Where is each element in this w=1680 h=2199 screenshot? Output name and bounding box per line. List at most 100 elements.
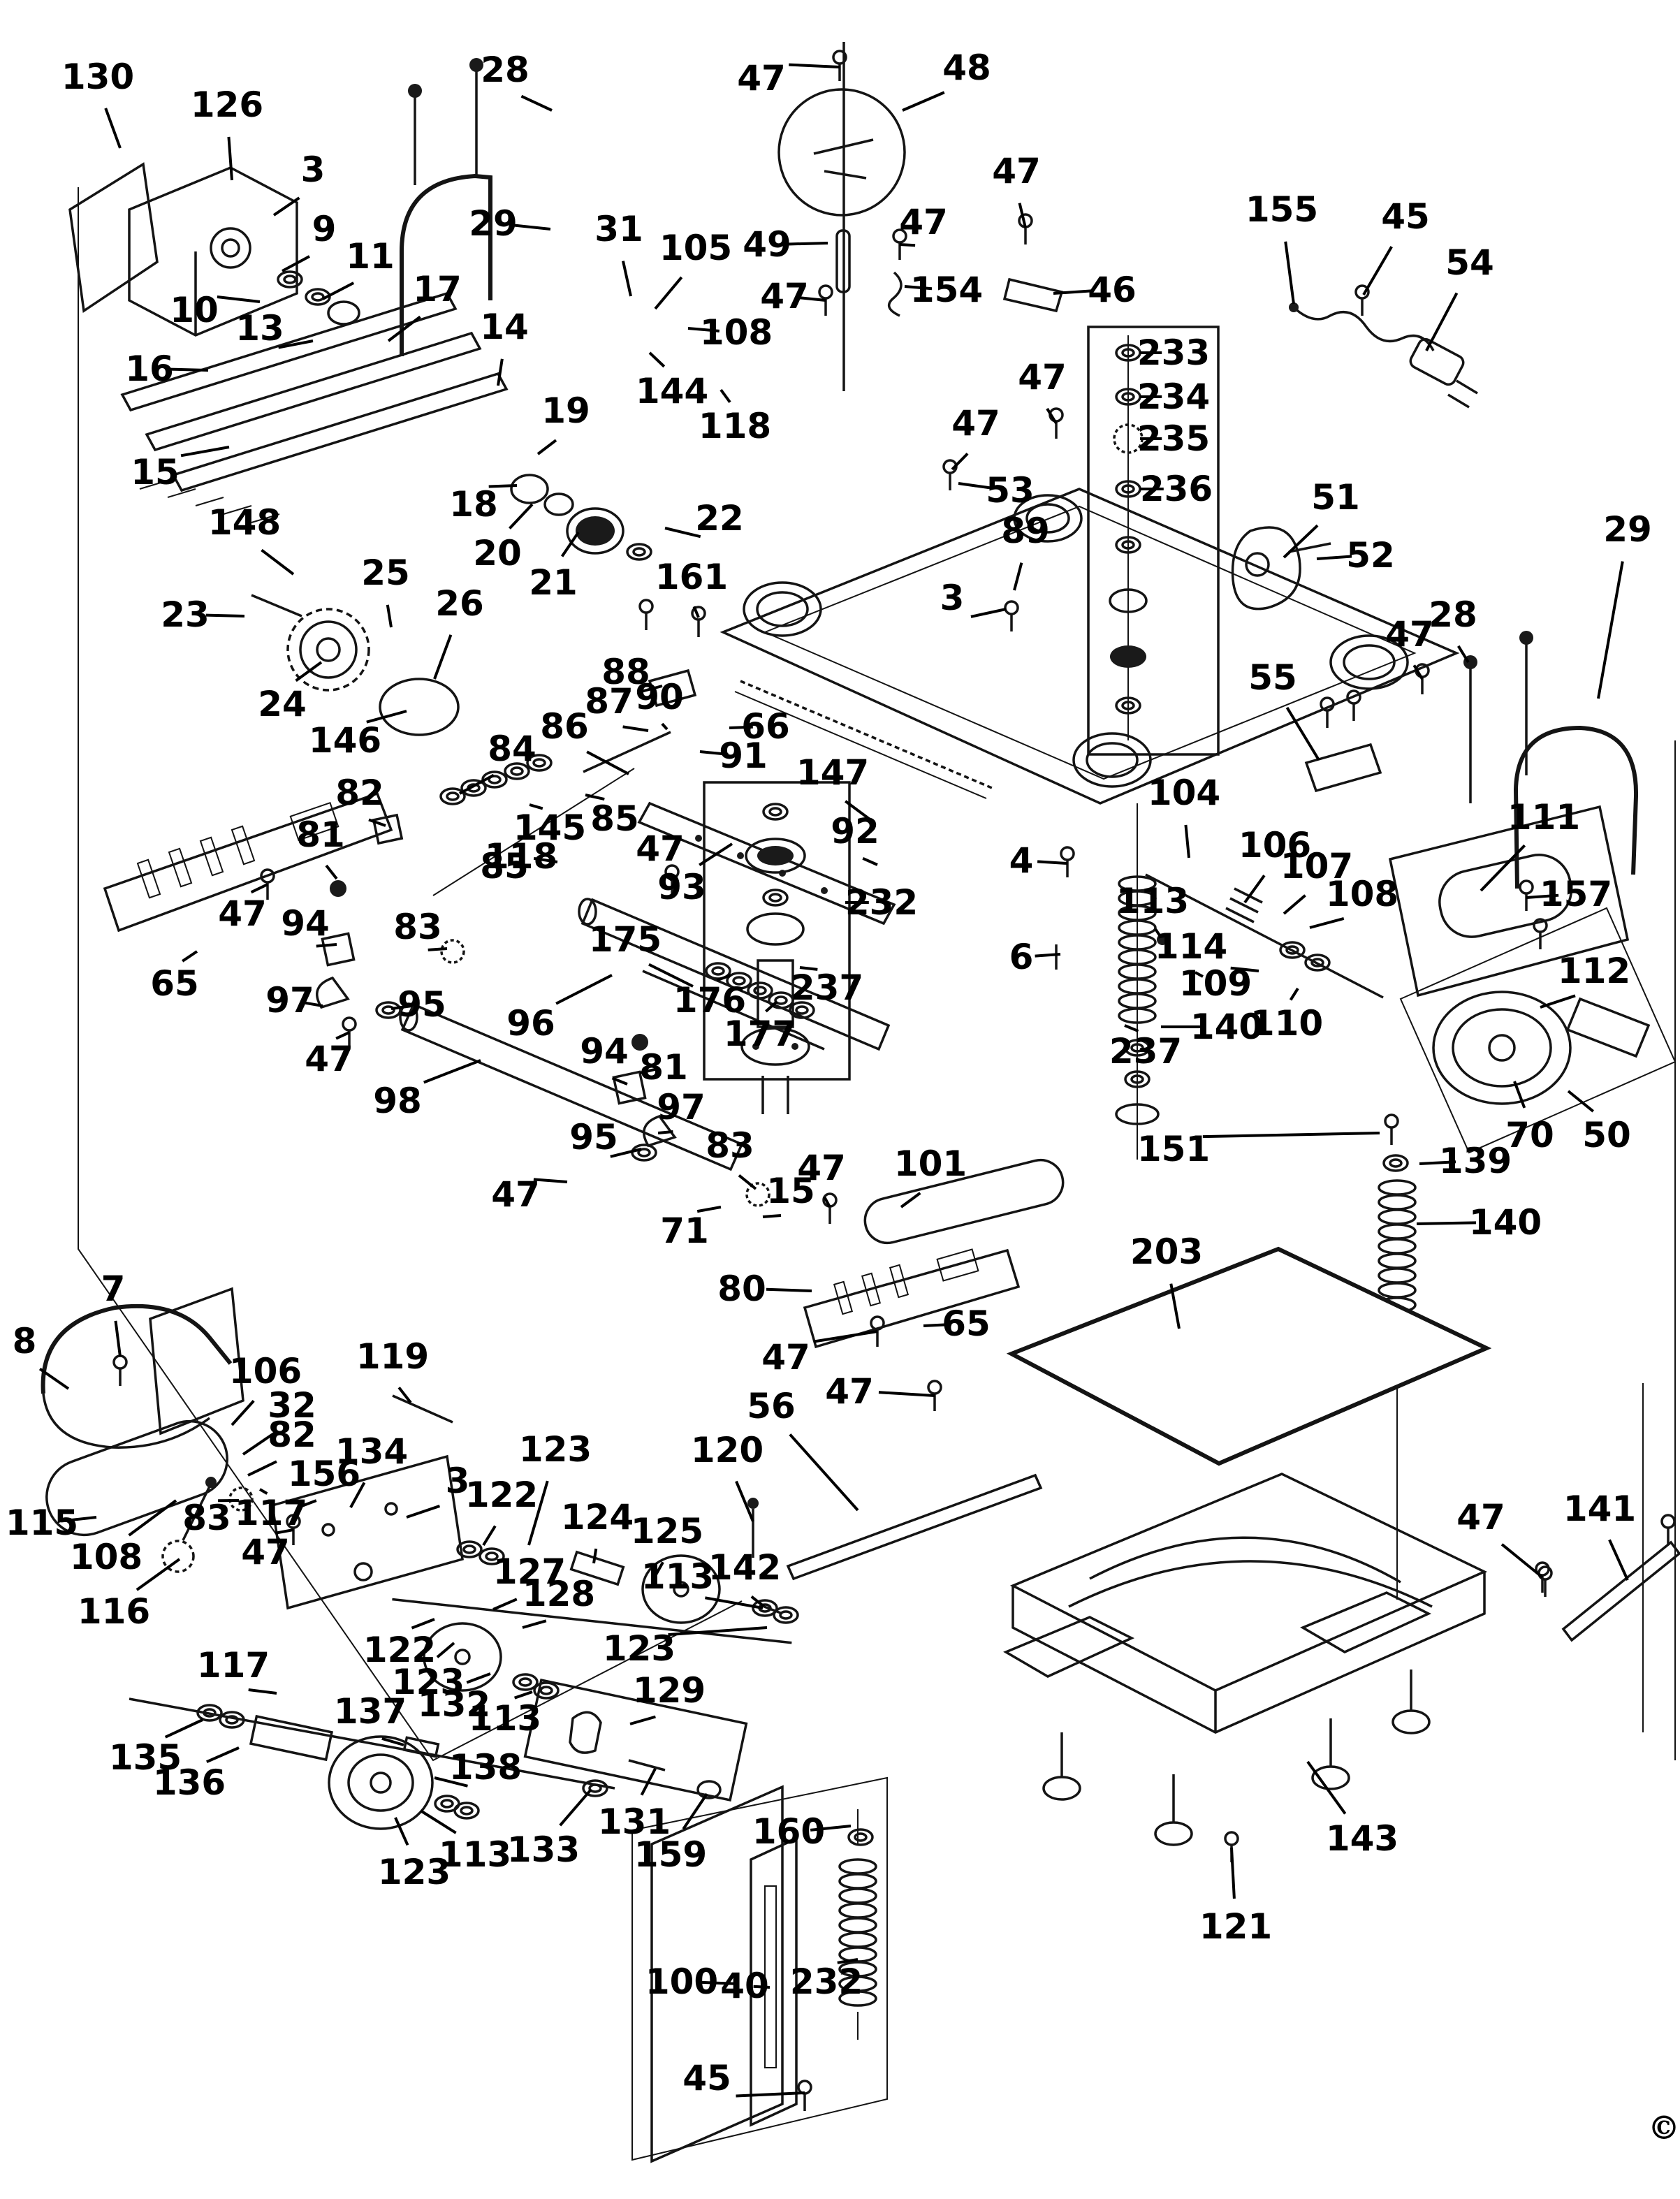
leader-line <box>705 1596 764 1609</box>
part-label-176: 176 <box>673 980 746 1021</box>
leader-line <box>1316 555 1352 560</box>
part-label-109: 109 <box>1179 963 1252 1004</box>
part-label-118: 118 <box>485 836 557 877</box>
leader-line <box>902 91 945 112</box>
leader-line <box>823 1196 831 1208</box>
part-label-122: 122 <box>465 1475 538 1515</box>
leader-line <box>810 1825 852 1832</box>
part-label-55: 55 <box>1248 657 1297 698</box>
part-label-96: 96 <box>506 1003 555 1044</box>
part-label-47: 47 <box>1018 357 1067 397</box>
part-label-157: 157 <box>1540 874 1612 914</box>
part-label-47: 47 <box>737 58 786 98</box>
part-label-126: 126 <box>191 85 263 125</box>
part-label-47: 47 <box>825 1371 874 1412</box>
part-label-83: 83 <box>706 1125 754 1166</box>
part-label-97: 97 <box>657 1087 706 1127</box>
leader-line <box>128 1499 177 1537</box>
spring-clip-154 <box>887 271 903 317</box>
detail-circle-lever <box>777 42 906 391</box>
part-label-120: 120 <box>691 1430 764 1470</box>
spring-column-mid <box>1115 803 1160 1160</box>
leader-line <box>136 1558 181 1591</box>
gasket-plate <box>68 162 159 314</box>
part-label-53: 53 <box>986 470 1035 511</box>
leader-line <box>900 1192 921 1208</box>
leader-line <box>1184 824 1190 859</box>
leader-line <box>750 1595 766 1608</box>
leader-line <box>1513 1081 1526 1109</box>
part-label-118: 118 <box>699 406 771 446</box>
part-label-159: 159 <box>634 1834 707 1875</box>
leader-line <box>335 1031 350 1040</box>
cutterblock-plates <box>120 291 509 523</box>
leader-line <box>282 255 310 272</box>
leader-line <box>1169 1283 1181 1329</box>
leader-line <box>301 1000 323 1007</box>
leader-line <box>951 452 969 471</box>
leader-line <box>368 818 386 827</box>
part-label-19: 19 <box>541 390 590 431</box>
leader-line <box>397 1387 412 1404</box>
leader-line <box>789 63 840 68</box>
power-cable-plug <box>1289 284 1478 409</box>
leader-line <box>1597 561 1624 699</box>
leader-line <box>1289 987 1299 1001</box>
leader-line <box>182 950 198 963</box>
screw <box>942 459 958 492</box>
part-label-47: 47 <box>760 276 809 316</box>
part-label-88: 88 <box>601 652 650 692</box>
part-label-127: 127 <box>493 1551 566 1592</box>
leader-line <box>1230 1847 1236 1899</box>
part-label-117: 117 <box>197 1645 270 1686</box>
leader-line <box>1284 241 1295 305</box>
leader-line <box>1046 407 1058 425</box>
part-label-31: 31 <box>594 209 643 249</box>
leader-line <box>533 1178 568 1183</box>
leader-line <box>1013 562 1023 591</box>
feed-roller-outfeed <box>578 898 891 1051</box>
part-label-151: 151 <box>1137 1129 1210 1169</box>
part-label-49: 49 <box>743 224 791 265</box>
leader-line <box>788 242 828 246</box>
leader-line <box>536 439 557 455</box>
leader-line <box>349 1482 366 1508</box>
leader-line <box>205 613 245 618</box>
part-label-9: 9 <box>312 209 337 249</box>
part-label-236: 236 <box>1140 469 1213 509</box>
leader-line <box>248 1688 277 1695</box>
leader-line <box>1425 292 1459 351</box>
part-label-84: 84 <box>488 729 536 769</box>
part-label-115: 115 <box>6 1503 78 1543</box>
part-label-123: 123 <box>378 1852 451 1892</box>
part-label-26: 26 <box>435 583 484 624</box>
depth-stop-bar <box>1537 1514 1680 1642</box>
bearing-block-cluster-lower <box>612 1034 770 1207</box>
part-label-235: 235 <box>1137 418 1210 459</box>
table-board <box>1006 1246 1492 1466</box>
leader-line <box>661 722 669 731</box>
part-label-108: 108 <box>70 1537 143 1577</box>
leader-line <box>638 685 663 694</box>
part-label-47: 47 <box>761 1337 810 1378</box>
ring <box>510 474 549 504</box>
part-label-95: 95 <box>569 1117 618 1157</box>
leader-line <box>1362 246 1393 296</box>
leader-line <box>814 1330 878 1343</box>
part-label-47: 47 <box>899 202 948 242</box>
leader-line <box>434 1776 468 1788</box>
part-label-94: 94 <box>281 903 330 944</box>
part-label-107: 107 <box>1280 846 1353 886</box>
leader-line <box>1412 664 1424 680</box>
leader-line <box>492 1598 518 1611</box>
leader-line <box>629 1715 656 1725</box>
part-label-47: 47 <box>1385 614 1434 655</box>
part-label-51: 51 <box>1311 477 1360 518</box>
part-label-47: 47 <box>218 893 267 934</box>
part-label-47: 47 <box>797 1148 846 1188</box>
leader-line <box>275 1528 294 1535</box>
inset-border-right <box>1642 740 1676 1760</box>
part-label-122: 122 <box>363 1630 436 1670</box>
leader-line <box>1283 894 1306 915</box>
